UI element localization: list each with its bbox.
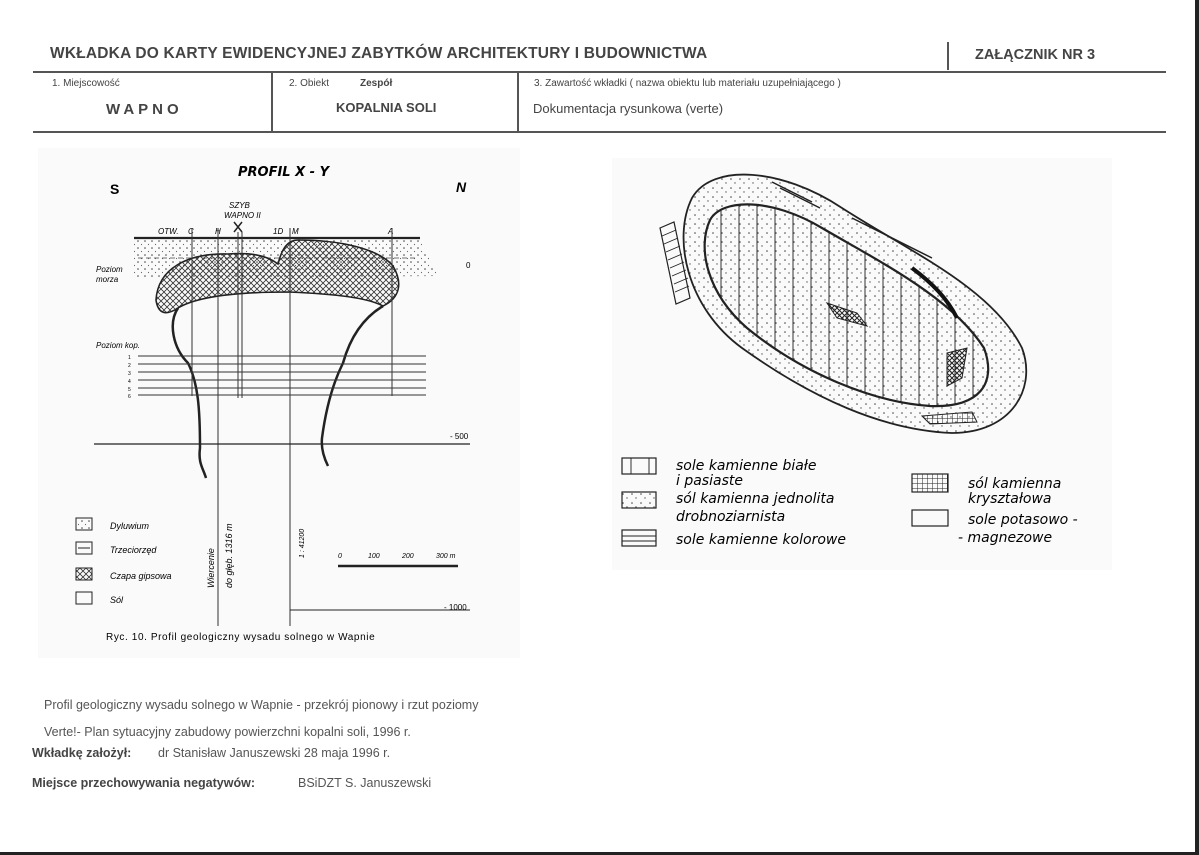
- scale-tick-0: 0: [338, 553, 342, 560]
- legend-crystal-salt-2: kryształowa: [968, 491, 1051, 507]
- crystal-salt-patch-1: [825, 302, 869, 327]
- colored-salt-bands-top: [771, 181, 933, 259]
- label-m: M: [292, 227, 299, 236]
- level-6: 6: [128, 394, 131, 400]
- salt-stock-right-flank: [320, 304, 384, 467]
- place-value: WAPNO: [106, 101, 183, 118]
- label-1d: 1D: [273, 227, 283, 236]
- negatives-label: Miejsce przechowywania negatywów:: [32, 776, 255, 790]
- crystal-salt-patch-3: [920, 411, 978, 425]
- shaft-symbol: [233, 221, 243, 233]
- legend-gypsum: Czapa gipsowa: [110, 571, 172, 581]
- label-a: A: [387, 227, 393, 236]
- level-1: 1: [128, 355, 131, 361]
- fields-rule: [33, 131, 1166, 133]
- legend-tertiary-swatch: [75, 541, 93, 555]
- scale-tick-100: 100: [368, 553, 380, 560]
- colored-salt-strip-hatch: [661, 229, 690, 293]
- drill-label: Wiercenie: [206, 548, 216, 588]
- content-label: 3. Zawartość wkładki ( nazwa obiektu lub…: [534, 78, 841, 89]
- legend-white-salt-2: i pasiaste: [676, 473, 743, 489]
- legend-crystal-salt: sól kamienna: [968, 476, 1061, 492]
- footer-description: Profil geologiczny wysadu solnego w Wapn…: [44, 698, 479, 712]
- label-c: C: [188, 227, 194, 236]
- shaft-label: SZYB: [229, 201, 251, 210]
- negatives-value: BSiDZT S. Januszewski: [298, 776, 432, 790]
- legend-colored-salt-mark: [622, 535, 656, 542]
- legend-potash-salt-swatch: [911, 509, 949, 527]
- legend-colored-salt-swatch: [621, 529, 657, 547]
- legend-fine-salt-swatch: [621, 491, 657, 509]
- level-5: 5: [128, 387, 131, 393]
- north-label: N: [456, 179, 467, 195]
- footer-verte: Verte!- Plan sytuacyjny zabudowy powierz…: [44, 725, 411, 739]
- depth-500-label: - 500: [450, 432, 469, 441]
- legend-diluvium-swatch: [75, 517, 93, 531]
- drill-depth-label: do głęb. 1316 m: [224, 523, 234, 588]
- figure-background: [38, 148, 520, 658]
- founder-value: dr Stanisław Januszewski 28 maja 1996 r.: [158, 746, 391, 760]
- bottom-border: [0, 852, 1199, 855]
- mining-level-lines: [138, 355, 426, 396]
- colored-salt-strip-left: [659, 221, 691, 305]
- crystal-salt-patch-2: [946, 347, 968, 387]
- object-value: KOPALNIA SOLI: [336, 100, 437, 115]
- field-divider-2: [517, 72, 519, 132]
- content-value: Dokumentacja rysunkowa (verte): [533, 101, 724, 116]
- zero-label: 0: [466, 261, 471, 270]
- legend-tertiary: Trzeciorzęd: [110, 545, 157, 555]
- scale-ratio: 1 : 41200: [299, 529, 306, 558]
- white-striped-salt-zone: [703, 203, 990, 408]
- legend-white-salt: sole kamienne białe: [676, 458, 816, 474]
- horizontal-plan-figure: sole kamienne białe i pasiaste sól kamie…: [612, 158, 1112, 570]
- legend-fine-salt: sól kamienna jednolita: [676, 491, 834, 507]
- potash-band: [910, 266, 959, 319]
- scale-tick-300: 300 m: [436, 553, 456, 560]
- label-otw: OTW.: [158, 227, 179, 236]
- attachment-number: ZAŁĄCZNIK NR 3: [975, 47, 1096, 63]
- geological-profile-figure: PROFIL X - Y S N SZYB WAPNO II OTW. C H …: [38, 148, 520, 658]
- field-divider-1: [271, 72, 273, 132]
- legend-diluvium: Dyluwium: [110, 521, 150, 531]
- salt-stock-left-flank: [171, 307, 208, 479]
- profile-title: PROFIL X - Y: [238, 165, 331, 180]
- legend-potash-salt: sole potasowo -: [968, 512, 1078, 528]
- sheet-title: WKŁADKA DO KARTY EWIDENCYJNEJ ZABYTKÓW A…: [50, 45, 708, 62]
- legend-salt-swatch: [75, 591, 93, 605]
- depth-1000-label: - 1000: [444, 603, 467, 612]
- level-4: 4: [128, 379, 131, 385]
- legend-fine-salt-2: drobnoziarnista: [676, 509, 785, 525]
- object-label: 2. Obiekt: [289, 78, 330, 89]
- level-3: 3: [128, 371, 131, 377]
- legend-potash-salt-2: - magnezowe: [958, 530, 1052, 546]
- figure-caption: Ryc. 10. Profil geologiczny wysadu solne…: [106, 632, 375, 643]
- place-label: 1. Miejscowość: [52, 78, 120, 89]
- level-2: 2: [128, 363, 131, 369]
- legend-crystal-salt-swatch: [911, 473, 949, 493]
- borehole-lines: [191, 228, 393, 626]
- scale-tick-200: 200: [401, 553, 414, 560]
- legend-colored-salt: sole kamienne kolorowe: [676, 532, 846, 548]
- header-rule: [33, 71, 1166, 73]
- legend-gypsum-swatch: [75, 567, 93, 581]
- right-border: [1195, 0, 1199, 855]
- sea-level-label-2: morza: [96, 275, 119, 284]
- south-label: S: [110, 181, 119, 197]
- shaft-name: WAPNO II: [224, 211, 262, 220]
- header-divider: [947, 42, 949, 70]
- founder-label: Wkładkę założył:: [32, 746, 132, 760]
- object-type-label: Zespół: [360, 78, 393, 89]
- legend-white-salt-swatch: [621, 457, 657, 475]
- mining-level-label: Poziom kop.: [96, 341, 140, 350]
- legend-salt: Sól: [110, 595, 124, 605]
- sea-level-label: Poziom: [96, 265, 123, 274]
